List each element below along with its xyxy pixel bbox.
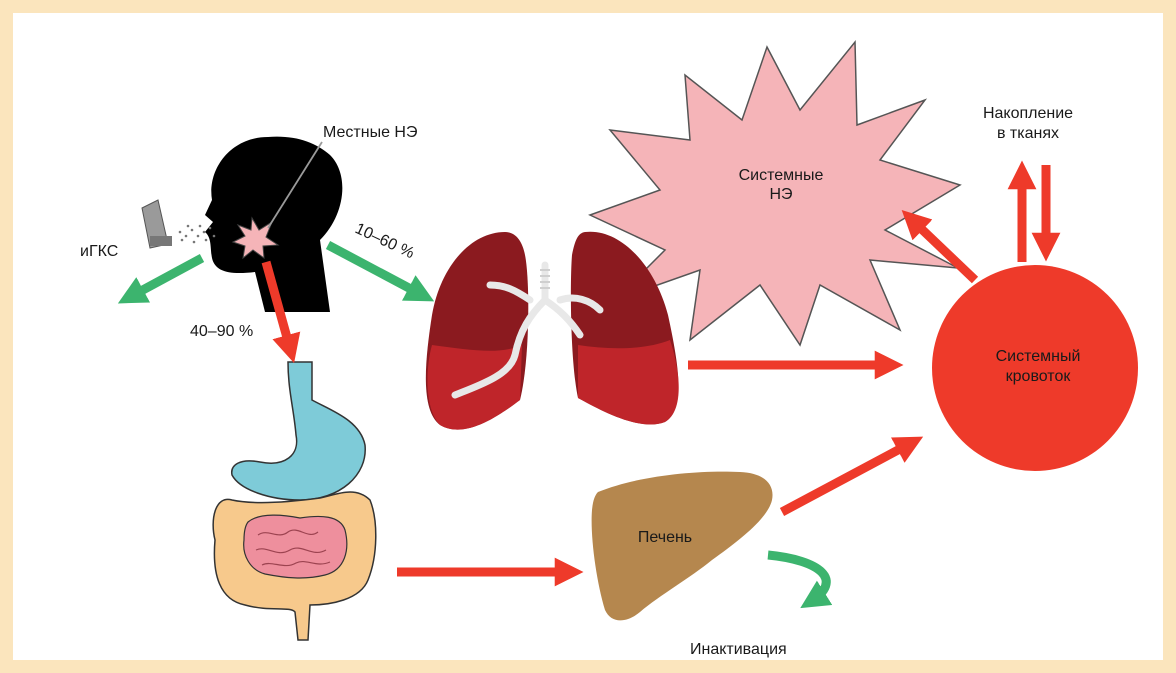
label-accumulation-line2: в тканях [997, 125, 1059, 142]
label-circulation-line1: Системный [996, 348, 1081, 365]
lungs-icon [426, 232, 679, 430]
inhaler-icon [142, 200, 215, 248]
label-local-ae: Местные НЭ [323, 124, 417, 141]
label-systemic-ae-line1: Системные [739, 167, 824, 184]
label-inactivation: Инактивация [690, 641, 787, 658]
arrow-exhaled-fraction [128, 258, 202, 298]
label-pct-gut: 40–90 % [190, 323, 253, 340]
label-systemic-ae-line2: НЭ [769, 186, 792, 203]
label-circulation-line2: кровоток [1006, 368, 1072, 385]
intestines-icon [213, 492, 376, 640]
label-pct-lungs: 10–60 % [352, 220, 416, 262]
label-liver: Печень [638, 529, 692, 546]
stomach-icon [232, 362, 365, 500]
arrow-liver-to-circulation [782, 442, 913, 512]
label-igks: иГКС [80, 243, 118, 260]
arrow-inactivation [768, 555, 826, 602]
label-accumulation-line1: Накопление [983, 105, 1073, 122]
